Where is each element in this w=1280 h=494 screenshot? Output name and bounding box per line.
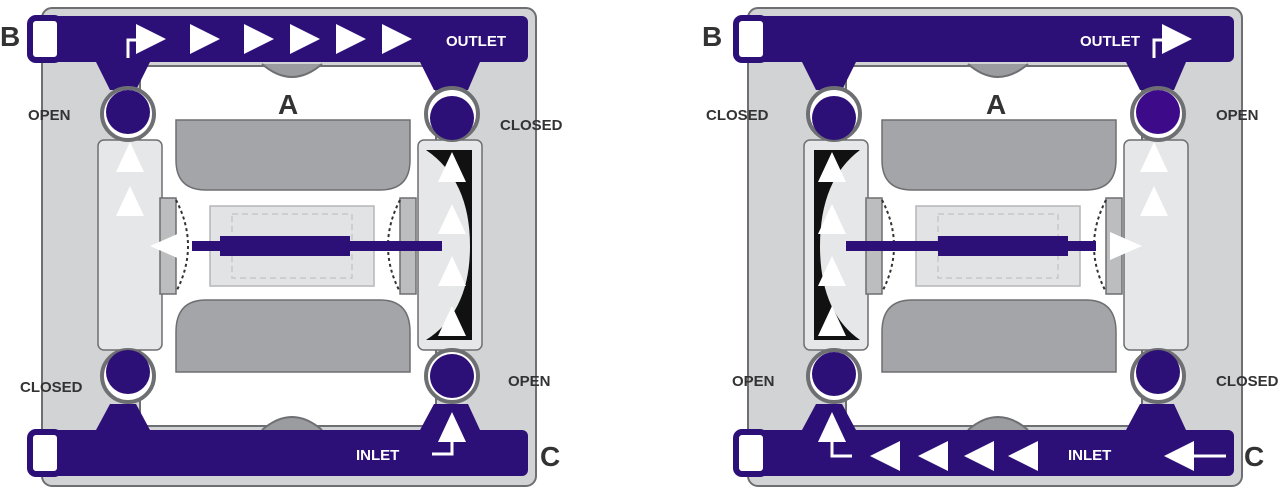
valve-status-bottom-left: CLOSED xyxy=(20,379,83,396)
outlet-label: OUTLET xyxy=(446,33,506,50)
left-pump: B C A OUTLET INLET OPEN CLOSED CLOSED OP… xyxy=(0,7,563,487)
outlet-manifold xyxy=(746,16,1234,62)
valve-status-bottom-left: OPEN xyxy=(732,373,775,390)
ball-valve-icon xyxy=(1136,90,1180,134)
ball-valve-icon xyxy=(430,96,474,140)
ball-valve-icon xyxy=(812,352,856,396)
port-label-c: C xyxy=(1244,441,1264,472)
valve-status-bottom-right: CLOSED xyxy=(1216,373,1279,390)
valve-status-top-left: CLOSED xyxy=(706,107,769,124)
ball-valve-icon xyxy=(1136,350,1180,394)
flow-arrow-icon xyxy=(116,142,466,336)
flow-arrow-icon xyxy=(1110,232,1142,260)
port-label-b: B xyxy=(0,21,20,52)
outlet-manifold xyxy=(40,16,528,62)
outlet-label: OUTLET xyxy=(1080,33,1140,50)
valve-status-bottom-right: OPEN xyxy=(508,373,551,390)
flow-arrow-icon xyxy=(818,412,846,442)
chamber-label-a: A xyxy=(986,89,1006,120)
flow-arrow-icon xyxy=(438,412,466,442)
flow-arrow-icon xyxy=(870,441,1194,471)
flow-arrow-icon xyxy=(136,24,412,54)
ball-valve-icon xyxy=(812,96,856,140)
valve-status-top-right: OPEN xyxy=(1216,107,1259,124)
inlet-label: INLET xyxy=(356,447,399,464)
flow-arrow-icon xyxy=(818,142,1168,336)
right-pump: B C A OUTLET INLET CLOSED OPEN OPEN CLOS… xyxy=(702,7,1279,487)
flow-arrow-icon xyxy=(1162,24,1192,54)
port-label-c: C xyxy=(540,441,560,472)
valve-status-top-left: OPEN xyxy=(28,107,71,124)
inlet-label: INLET xyxy=(1068,447,1111,464)
ball-valve-icon xyxy=(106,350,150,394)
inlet-manifold xyxy=(40,430,528,476)
ball-valve-icon xyxy=(430,354,474,398)
ball-valve-icon xyxy=(106,90,150,134)
port-label-b: B xyxy=(702,21,722,52)
chamber-label-a: A xyxy=(278,89,298,120)
flow-arrow-icon xyxy=(150,232,182,260)
valve-status-top-right: CLOSED xyxy=(500,117,563,134)
